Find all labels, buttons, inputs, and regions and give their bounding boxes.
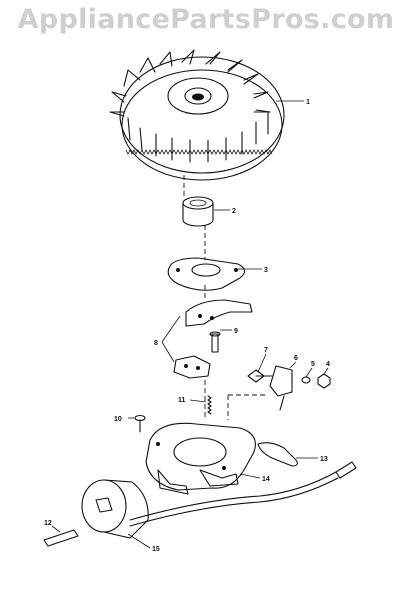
- callout-10: 10: [114, 416, 122, 423]
- callout-2: 2: [232, 208, 236, 215]
- callout-4: 4: [326, 361, 330, 368]
- watermark: AppliancePartsPros.com: [17, 4, 395, 35]
- callout-12: 12: [44, 520, 52, 527]
- callout-5: 5: [311, 361, 315, 368]
- ignition-coil: [81, 461, 357, 549]
- callout-7: 7: [264, 347, 268, 354]
- spring: [189, 395, 212, 415]
- bushing: [182, 196, 230, 227]
- terminal-hardware: [247, 353, 331, 411]
- callout-9: 9: [234, 328, 238, 335]
- callout-1: 1: [306, 99, 310, 106]
- clip: [257, 442, 318, 467]
- flywheel: [109, 49, 304, 181]
- assembly-centerline: [183, 175, 268, 420]
- callout-6: 6: [294, 355, 298, 362]
- callout-3: 3: [264, 267, 268, 274]
- callout-15: 15: [152, 546, 160, 553]
- screw-10: [128, 414, 146, 433]
- mounting-plate: [167, 257, 262, 291]
- callout-13: 13: [320, 456, 328, 463]
- callout-8: 8: [154, 340, 158, 347]
- backing-plate: [145, 422, 261, 495]
- pin: [43, 525, 79, 547]
- breaker-assembly: [161, 299, 253, 379]
- callout-11: 11: [178, 397, 186, 404]
- callout-14: 14: [262, 476, 270, 483]
